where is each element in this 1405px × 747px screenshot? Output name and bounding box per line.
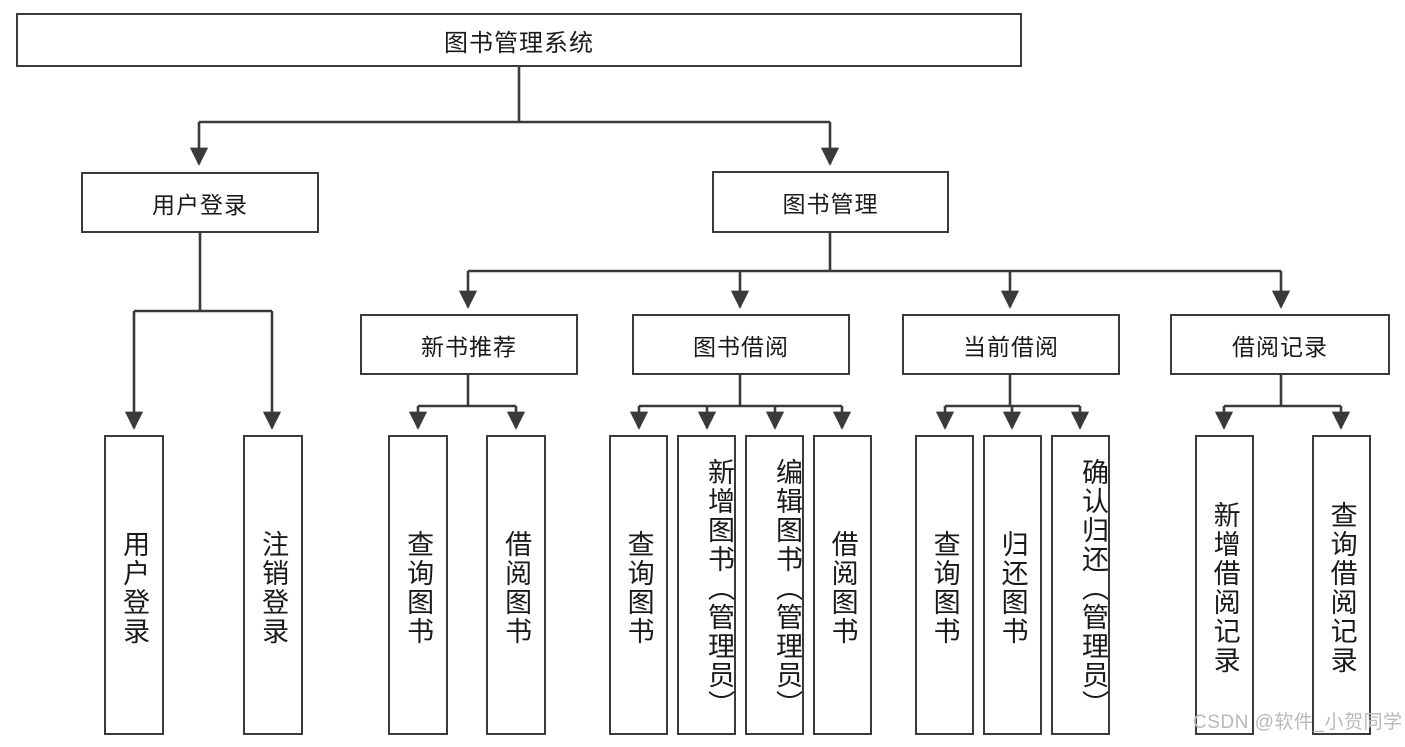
leaf-label: 新增图书（管理员） <box>704 457 734 719</box>
node-leaf-borrow-book-2[interactable]: 借阅图书 <box>813 435 872 735</box>
leaf-label: 确认归还（管理员） <box>1078 457 1108 719</box>
leaf-label: 查询图书 <box>929 530 960 646</box>
node-leaf-user-logout[interactable]: 注销登录 <box>243 435 303 735</box>
node-leaf-return-book[interactable]: 归还图书 <box>983 435 1042 735</box>
node-new-book-recommend[interactable]: 新书推荐 <box>360 314 578 375</box>
node-leaf-query-book-1[interactable]: 查询图书 <box>388 435 448 735</box>
node-leaf-borrow-book-1[interactable]: 借阅图书 <box>486 435 546 735</box>
node-book-management[interactable]: 图书管理 <box>712 171 949 233</box>
node-book-borrow[interactable]: 图书借阅 <box>632 314 850 375</box>
leaf-label: 查询借阅记录 <box>1326 501 1357 675</box>
leaf-label: 查询图书 <box>623 530 654 646</box>
node-leaf-add-book[interactable]: 新增图书（管理员） <box>677 435 736 735</box>
node-leaf-add-record[interactable]: 新增借阅记录 <box>1195 435 1254 735</box>
leaf-label: 借阅图书 <box>501 530 532 646</box>
node-leaf-query-book-2[interactable]: 查询图书 <box>609 435 668 735</box>
node-leaf-edit-book[interactable]: 编辑图书（管理员） <box>745 435 804 735</box>
leaf-label: 归还图书 <box>997 530 1028 646</box>
node-leaf-confirm-return[interactable]: 确认归还（管理员） <box>1051 435 1110 735</box>
leaf-label: 注销登录 <box>258 530 289 646</box>
node-leaf-user-login[interactable]: 用户登录 <box>104 435 164 735</box>
csdn-watermark: CSDN @软件_小贺同学 <box>1193 712 1403 733</box>
node-current-borrow[interactable]: 当前借阅 <box>902 314 1120 375</box>
node-user-login[interactable]: 用户登录 <box>81 172 319 233</box>
node-leaf-query-record[interactable]: 查询借阅记录 <box>1312 435 1371 735</box>
node-leaf-query-book-3[interactable]: 查询图书 <box>915 435 974 735</box>
node-root-system[interactable]: 图书管理系统 <box>16 13 1022 67</box>
node-borrow-record[interactable]: 借阅记录 <box>1170 314 1390 375</box>
leaf-label: 用户登录 <box>119 530 150 646</box>
leaf-label: 新增借阅记录 <box>1209 501 1240 675</box>
leaf-label: 借阅图书 <box>827 530 858 646</box>
leaf-label: 编辑图书（管理员） <box>772 457 802 719</box>
leaf-label: 查询图书 <box>403 530 434 646</box>
